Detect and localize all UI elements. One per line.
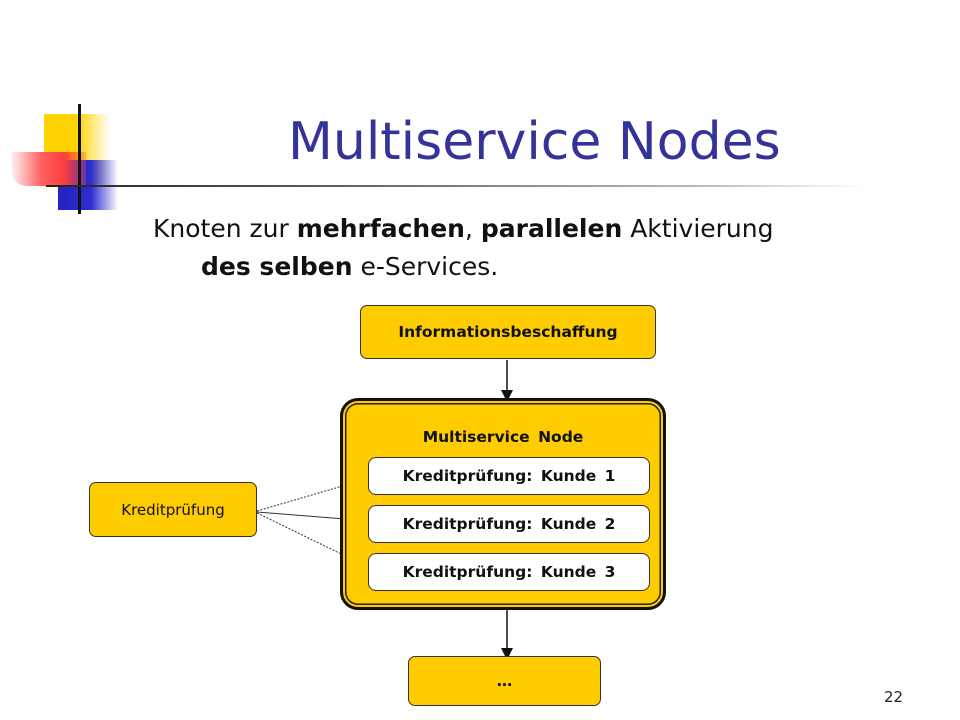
body-text-bold1: mehrfachen bbox=[296, 214, 465, 243]
slide-title: Multiservice Nodes bbox=[288, 112, 781, 172]
page-number: 22 bbox=[884, 688, 904, 706]
information-box: Informationsbeschaffung bbox=[360, 305, 656, 359]
body-text: Knoten zur mehrfachen, parallelen Aktivi… bbox=[153, 210, 893, 286]
body-text-part4: e-Services. bbox=[352, 252, 499, 281]
body-text-part1: Knoten zur bbox=[153, 214, 297, 243]
body-text-part3: Aktivierung bbox=[622, 214, 774, 243]
kreditpruefung-box: Kreditprüfung bbox=[89, 482, 257, 537]
logo-red-bar bbox=[12, 152, 86, 186]
node-item-1: Kreditprüfung: Kunde 1 bbox=[368, 457, 650, 495]
body-text-line2: des selben e-Services. bbox=[153, 248, 893, 286]
body-text-part2: , bbox=[464, 214, 481, 243]
continuation-box: … bbox=[408, 656, 601, 706]
logo-vertical-line bbox=[78, 104, 81, 214]
body-text-bold3: des selben bbox=[201, 252, 353, 281]
multiservice-node-title: Multiservice Node bbox=[422, 428, 584, 446]
node-item-3: Kreditprüfung: Kunde 3 bbox=[368, 553, 650, 591]
title-underline bbox=[46, 185, 866, 187]
body-text-bold2: parallelen bbox=[480, 214, 623, 243]
node-item-2: Kreditprüfung: Kunde 2 bbox=[368, 505, 650, 543]
